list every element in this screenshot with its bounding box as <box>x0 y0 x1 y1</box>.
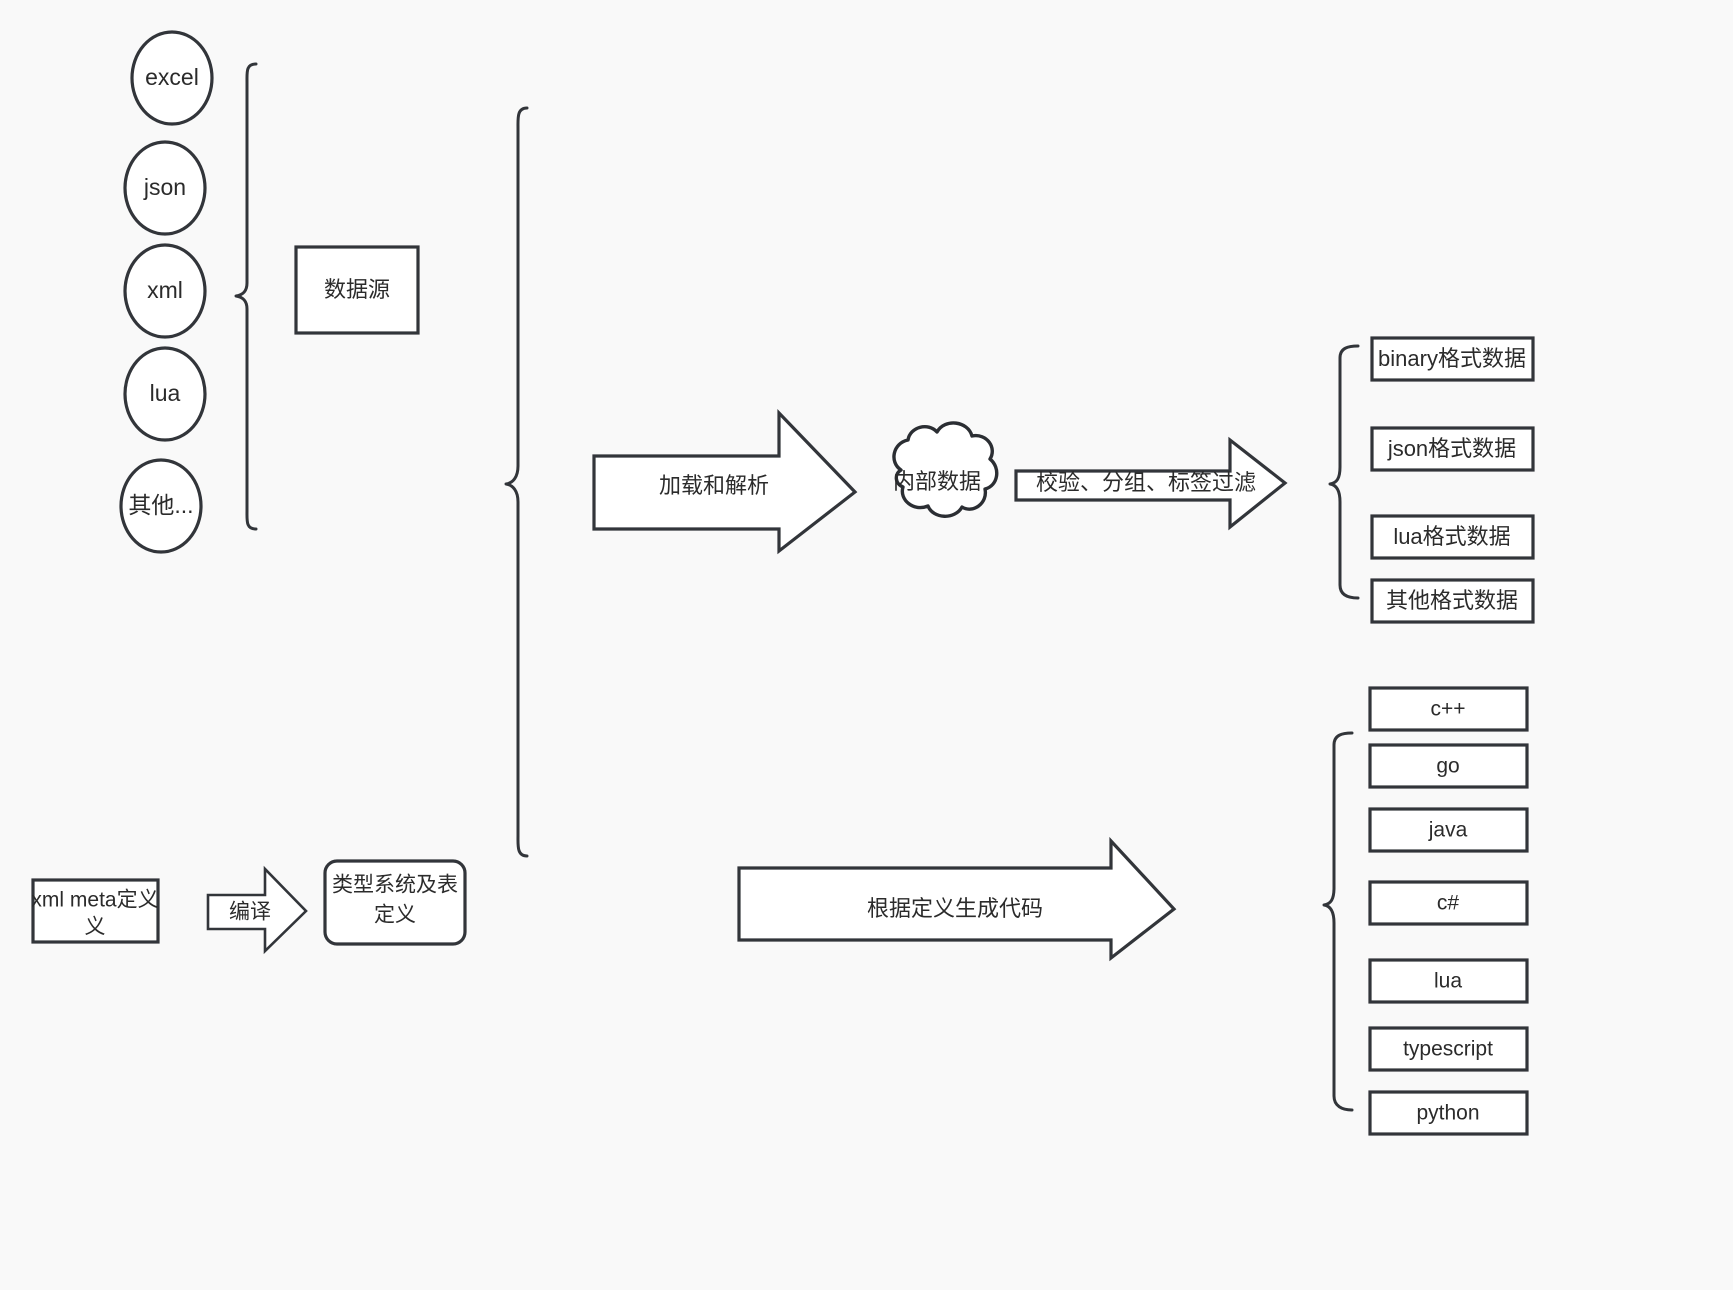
source-node-json[interactable]: json <box>123 140 207 236</box>
output-box-lua[interactable]: lua格式数据 <box>1370 514 1535 560</box>
language-box-cpp[interactable]: c++ <box>1368 686 1529 732</box>
output-box-label: binary格式数据 <box>1378 346 1526 371</box>
xml-meta-box[interactable]: xml meta定义 义 <box>31 878 160 944</box>
language-box-label: go <box>1436 755 1459 778</box>
source-node-lua[interactable]: lua <box>123 346 207 442</box>
language-box-label: lua <box>1434 970 1462 993</box>
language-box-typescript[interactable]: typescript <box>1368 1026 1529 1072</box>
source-node-label: json <box>143 174 186 200</box>
arrow-validate-group-filter-label: 校验、分组、标签过滤 <box>1036 470 1256 495</box>
type-system-box-line1: 类型系统及表 <box>332 874 458 897</box>
output-box-other[interactable]: 其他格式数据 <box>1370 578 1535 624</box>
arrow-generate-code[interactable]: 根据定义生成代码 <box>737 836 1177 962</box>
type-system-box[interactable]: 类型系统及表 定义 <box>323 859 467 946</box>
output-box-label: json格式数据 <box>1387 436 1516 461</box>
language-box-label: java <box>1428 819 1468 842</box>
type-system-box-line2: 定义 <box>374 904 416 927</box>
sources-brace-icon <box>234 62 258 531</box>
pipeline-input-brace-icon <box>504 106 529 858</box>
language-box-python[interactable]: python <box>1368 1090 1529 1136</box>
data-source-box[interactable]: 数据源 <box>294 245 420 335</box>
xml-meta-box-label: xml meta定义 <box>31 889 158 912</box>
source-node-label: excel <box>145 64 199 90</box>
internal-data-cloud[interactable]: 内部数据 <box>892 421 999 518</box>
output-box-label: 其他格式数据 <box>1386 588 1518 613</box>
source-node-excel[interactable]: excel <box>130 30 214 126</box>
language-box-label: c++ <box>1430 698 1465 721</box>
data-source-box-label: 数据源 <box>324 277 390 302</box>
source-node-other[interactable]: 其他... <box>119 458 203 554</box>
language-box-label: typescript <box>1403 1038 1493 1061</box>
arrow-validate-group-filter[interactable]: 校验、分组、标签过滤 <box>1014 436 1288 531</box>
arrow-load-parse-label: 加载和解析 <box>659 473 769 498</box>
arrow-compile[interactable]: 编译 <box>206 865 308 955</box>
language-box-go[interactable]: go <box>1368 743 1529 789</box>
arrow-load-parse[interactable]: 加载和解析 <box>592 409 858 555</box>
source-node-label: 其他... <box>128 492 193 518</box>
language-box-csharp[interactable]: c# <box>1368 880 1529 926</box>
internal-data-cloud-label: 内部数据 <box>893 469 981 494</box>
language-box-label: python <box>1416 1102 1479 1125</box>
outputs-brace-icon <box>1328 344 1360 600</box>
arrow-compile-label: 编译 <box>229 901 271 924</box>
language-box-lua[interactable]: lua <box>1368 958 1529 1004</box>
source-node-label: lua <box>150 380 181 406</box>
output-box-json[interactable]: json格式数据 <box>1370 426 1535 472</box>
output-box-binary[interactable]: binary格式数据 <box>1370 336 1535 382</box>
language-box-java[interactable]: java <box>1368 807 1529 853</box>
source-node-xml[interactable]: xml <box>123 243 207 339</box>
language-box-label: c# <box>1437 892 1460 915</box>
arrow-generate-code-label: 根据定义生成代码 <box>867 896 1043 921</box>
languages-brace-icon <box>1322 731 1354 1112</box>
xml-meta-box-label-overflow: 义 <box>85 916 106 939</box>
source-node-label: xml <box>147 277 183 303</box>
output-box-label: lua格式数据 <box>1393 524 1510 549</box>
